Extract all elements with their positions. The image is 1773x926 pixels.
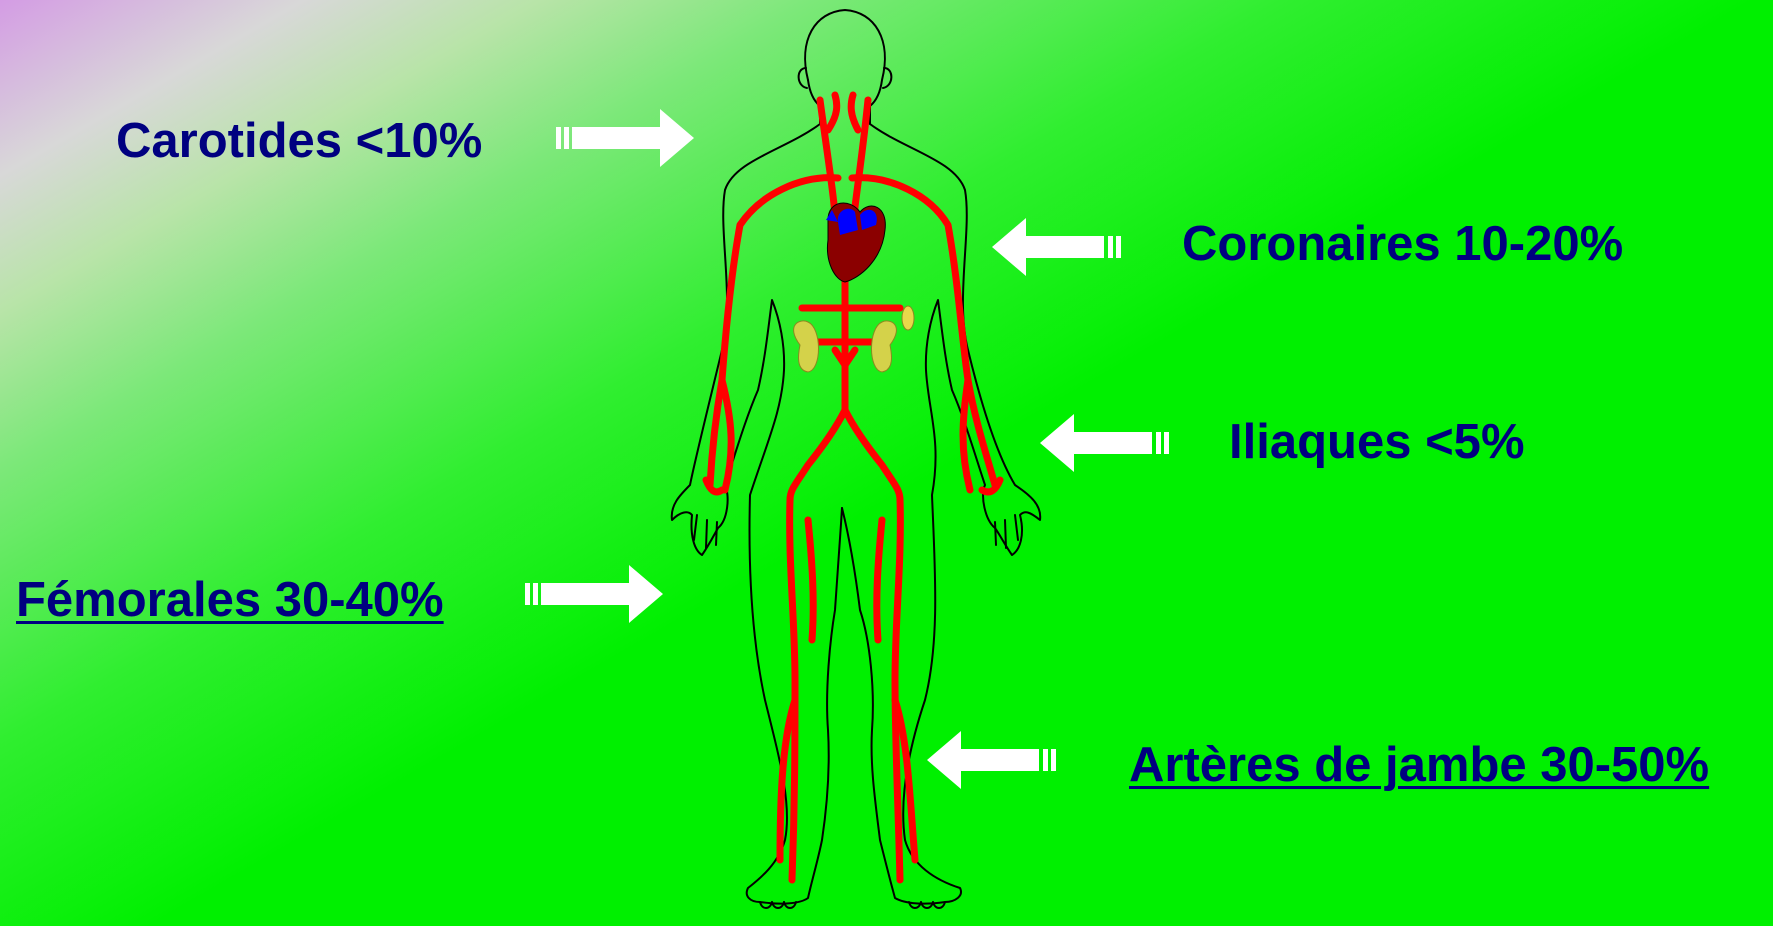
heart-icon — [826, 203, 885, 282]
